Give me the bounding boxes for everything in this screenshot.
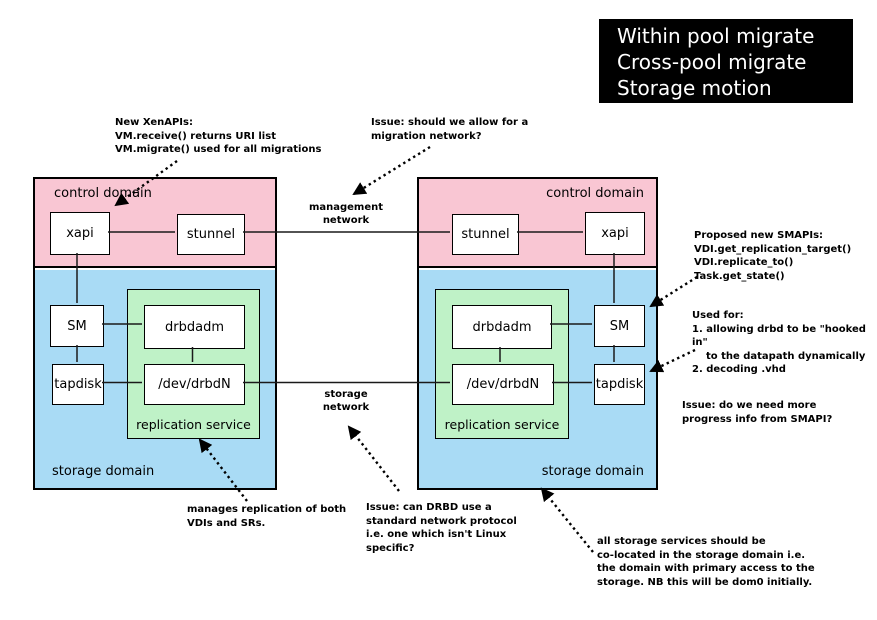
host-left: control domain storage domain replicatio…	[33, 177, 277, 490]
stunnel-node: stunnel	[177, 214, 245, 255]
tapdisk-node: tapdisk	[594, 364, 645, 405]
tapdisk-node: tapdisk	[52, 364, 104, 405]
note-new-xenapis: New XenAPIs: VM.receive() returns URI li…	[115, 117, 322, 155]
note-proposed-smapis: Proposed new SMAPIs: VDI.get_replication…	[694, 230, 852, 282]
management-network-label: management network	[308, 202, 384, 226]
arrow-drbd-issue-to-storage-network	[347, 425, 400, 492]
note-colocated-storage: all storage services should be co-locate…	[597, 536, 815, 588]
stunnel-node: stunnel	[452, 214, 519, 255]
xapi-node: xapi	[50, 212, 110, 255]
drbdadm-node: drbdadm	[452, 305, 552, 349]
note-used-for: Used for: 1. allowing drbd to be "hooked…	[692, 310, 866, 375]
control-domain-label: control domain	[546, 186, 644, 201]
sm-node: SM	[594, 305, 645, 347]
arrow-colocated-note-to-storage-domain	[540, 487, 594, 553]
xapi-node: xapi	[585, 212, 645, 255]
drbd-device-node: /dev/drbdN	[144, 364, 245, 405]
drbdadm-node: drbdadm	[144, 305, 245, 349]
drbd-device-node: /dev/drbdN	[452, 364, 554, 405]
replication-service-label: replication service	[136, 417, 251, 432]
storage-domain-label: storage domain	[52, 464, 155, 479]
title-panel: Within pool migrate Cross-pool migrate S…	[599, 19, 853, 103]
note-progress-info: Issue: do we need more progress info fro…	[682, 400, 833, 425]
sm-node: SM	[50, 305, 104, 347]
control-domain-label: control domain	[54, 186, 152, 201]
note-drbd-protocol: Issue: can DRBD use a standard network p…	[366, 502, 517, 554]
note-manages-replication: manages replication of both VDIs and SRs…	[187, 504, 347, 529]
storage-domain-label: storage domain	[541, 464, 644, 479]
replication-service-label: replication service	[444, 417, 560, 432]
note-migration-network: Issue: should we allow for a migration n…	[371, 117, 529, 142]
host-right: control domain storage domain replicatio…	[417, 177, 658, 490]
storage-network-label: storage network	[322, 389, 370, 413]
